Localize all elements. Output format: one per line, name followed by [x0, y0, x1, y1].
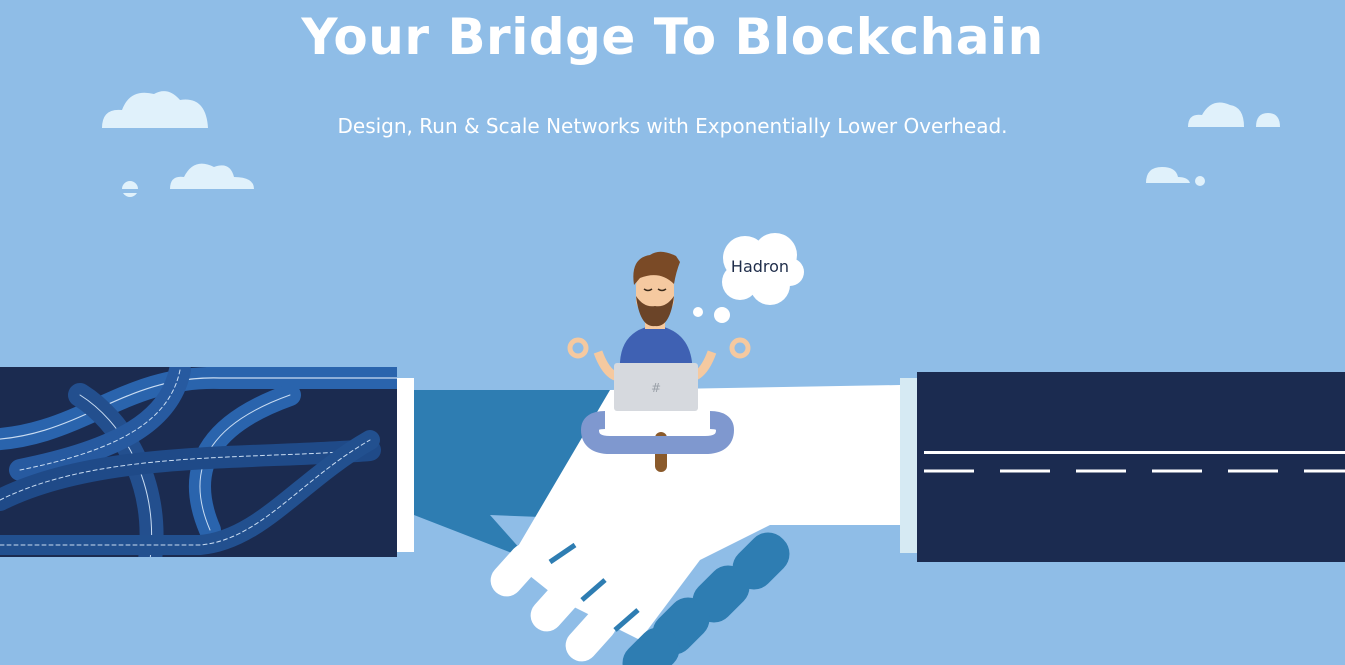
svg-text:#: # [651, 381, 661, 395]
left-cuff [397, 378, 414, 552]
meditating-developer: # [567, 251, 751, 472]
finger-lines [548, 542, 640, 632]
left-hand-fingers [622, 532, 790, 665]
thought-bubble [693, 233, 804, 323]
thought-bubble-text: Hadron [730, 257, 790, 276]
right-sleeve [900, 372, 1345, 562]
page-subtitle: Design, Run & Scale Networks with Expone… [337, 114, 1008, 138]
right-cuff [900, 378, 917, 553]
page-title: Your Bridge To Blockchain [301, 8, 1044, 66]
right-hand-fingers [490, 543, 617, 662]
cloud-icon [102, 91, 1280, 197]
left-sleeve [0, 367, 414, 557]
